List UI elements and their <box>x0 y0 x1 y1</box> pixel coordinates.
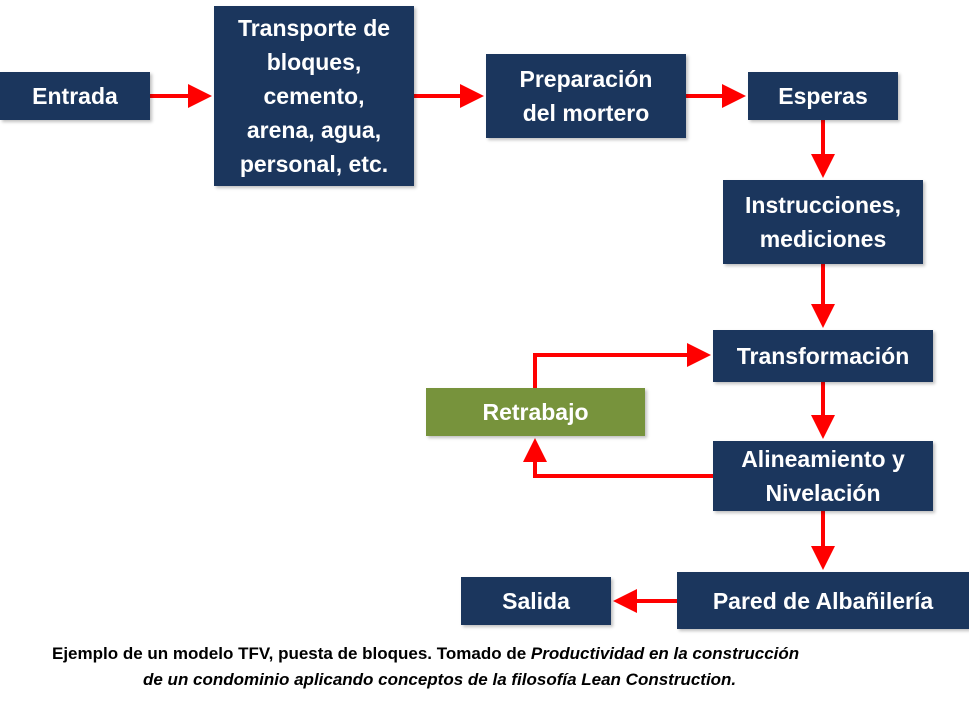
node-pared-albanileria: Pared de Albañilería <box>677 572 969 629</box>
node-retrabajo: Retrabajo <box>426 388 645 436</box>
caption-line-1: Ejemplo de un modelo TFV, puesta de bloq… <box>52 641 799 667</box>
arrow-retrabajo-transformacion <box>533 343 711 388</box>
node-preparacion: Preparación del mortero <box>486 54 686 138</box>
caption-line-1-title: Productividad en la construcción <box>530 644 800 663</box>
caption-line-2: de un condominio aplicando conceptos de … <box>143 670 737 689</box>
node-transporte: Transporte de bloques, cemento, arena, a… <box>214 6 414 186</box>
node-esperas: Esperas <box>748 72 898 120</box>
node-entrada: Entrada <box>0 72 150 120</box>
arrow-alineamiento-retrabajo <box>523 438 713 478</box>
node-salida: Salida <box>461 577 611 625</box>
node-alineamiento: Alineamiento y Nivelación <box>713 441 933 511</box>
node-transformacion: Transformación <box>713 330 933 382</box>
node-instrucciones: Instrucciones, mediciones <box>723 180 923 264</box>
caption-line-1-text: Ejemplo de un modelo TFV, puesta de bloq… <box>52 644 531 663</box>
